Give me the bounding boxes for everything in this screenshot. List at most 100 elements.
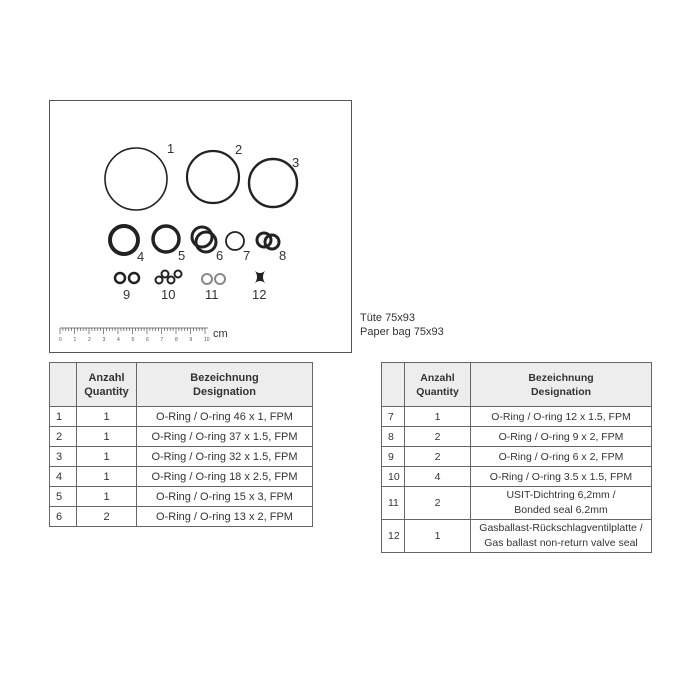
part-label-4: 4: [137, 249, 144, 264]
ruler-unit: cm: [213, 328, 228, 340]
row-quantity: 2: [404, 446, 471, 467]
ring-11a: [201, 273, 213, 285]
ruler-tick-label: 0: [59, 337, 62, 343]
ring-8a: [255, 231, 273, 249]
row-designation: O-Ring / O-ring 13 x 2, FPM: [136, 506, 313, 527]
row-number: 9: [381, 446, 405, 467]
part-label-6: 6: [216, 248, 223, 263]
ring-5: [151, 224, 181, 254]
row-designation: O-Ring / O-ring 46 x 1, FPM: [136, 406, 313, 427]
row-quantity: 1: [76, 486, 137, 507]
row-number: 11: [381, 486, 405, 520]
row-number: 12: [381, 519, 405, 553]
ring-8b: [263, 233, 281, 251]
row-designation: O-Ring / O-ring 37 x 1.5, FPM: [136, 426, 313, 447]
row-number: 5: [49, 486, 77, 507]
ring-10c: [166, 275, 176, 285]
ring-10b: [160, 269, 170, 279]
part-label-3: 3: [292, 155, 299, 170]
row-number: 3: [49, 446, 77, 467]
part-label-12: 12: [252, 287, 266, 302]
row-quantity: 4: [404, 466, 471, 487]
ring-10d: [173, 269, 183, 279]
ruler: [59, 327, 208, 334]
ruler-tick-label: 3: [103, 337, 106, 343]
part-label-9: 9: [123, 287, 130, 302]
valve-seal-12: [255, 271, 265, 283]
bag-label-de: Tüte 75x93: [360, 312, 416, 324]
part-label-10: 10: [161, 287, 175, 302]
row-designation: O-Ring / O-ring 18 x 2.5, FPM: [136, 466, 313, 487]
row-number: 1: [49, 406, 77, 427]
ring-9b: [127, 271, 141, 285]
ring-11b: [214, 273, 226, 285]
ruler-tick-label: 9: [190, 337, 193, 343]
bag-label: Tüte 75x93 Paper bag 75x93: [360, 311, 444, 339]
row-designation: USIT-Dichtring 6,2mm /Bonded seal 6.2mm: [470, 486, 652, 520]
row-quantity: 1: [76, 466, 137, 487]
ruler-tick-label: 7: [161, 337, 164, 343]
row-number: 4: [49, 466, 77, 487]
ruler-tick-label: 6: [146, 337, 149, 343]
row-designation: O-Ring / O-ring 15 x 3, FPM: [136, 486, 313, 507]
ring-6b: [194, 230, 218, 254]
part-label-7: 7: [243, 248, 250, 263]
ring-2: [185, 149, 241, 205]
row-quantity: 2: [76, 506, 137, 527]
part-label-1: 1: [167, 141, 174, 156]
row-number: 7: [381, 406, 405, 427]
ring-9a: [113, 271, 127, 285]
row-designation: O-Ring / O-ring 32 x 1.5, FPM: [136, 446, 313, 467]
part-label-8: 8: [279, 248, 286, 263]
row-quantity: 1: [76, 426, 137, 447]
row-number: 2: [49, 426, 77, 447]
ring-3: [247, 157, 299, 209]
header-no: [49, 362, 77, 407]
ruler-tick-label: 2: [88, 337, 91, 343]
part-label-11: 11: [205, 287, 219, 302]
row-quantity: 1: [76, 406, 137, 427]
row-quantity: 2: [404, 486, 471, 520]
row-number: 6: [49, 506, 77, 527]
row-quantity: 2: [404, 426, 471, 447]
row-designation: O-Ring / O-ring 9 x 2, FPM: [470, 426, 652, 447]
row-designation: Gasballast-Rückschlagventilplatte /Gas b…: [470, 519, 652, 553]
row-designation: O-Ring / O-ring 12 x 1.5, FPM: [470, 406, 652, 427]
ring-7: [225, 231, 245, 251]
ruler-tick-label: 1: [74, 337, 77, 343]
ring-1: [104, 147, 168, 211]
ring-10a: [154, 275, 164, 285]
part-label-5: 5: [178, 248, 185, 263]
row-number: 10: [381, 466, 405, 487]
ruler-tick-label: 8: [175, 337, 178, 343]
row-designation: O-Ring / O-ring 6 x 2, FPM: [470, 446, 652, 467]
row-quantity: 1: [404, 406, 471, 427]
row-number: 8: [381, 426, 405, 447]
row-quantity: 1: [76, 446, 137, 467]
ruler-tick-label: 4: [117, 337, 120, 343]
ring-4: [108, 224, 140, 256]
part-label-2: 2: [235, 142, 242, 157]
bag-label-en: Paper bag 75x93: [360, 326, 444, 338]
ruler-tick-label: 5: [132, 337, 135, 343]
ruler-tick-label: 10: [204, 337, 210, 343]
